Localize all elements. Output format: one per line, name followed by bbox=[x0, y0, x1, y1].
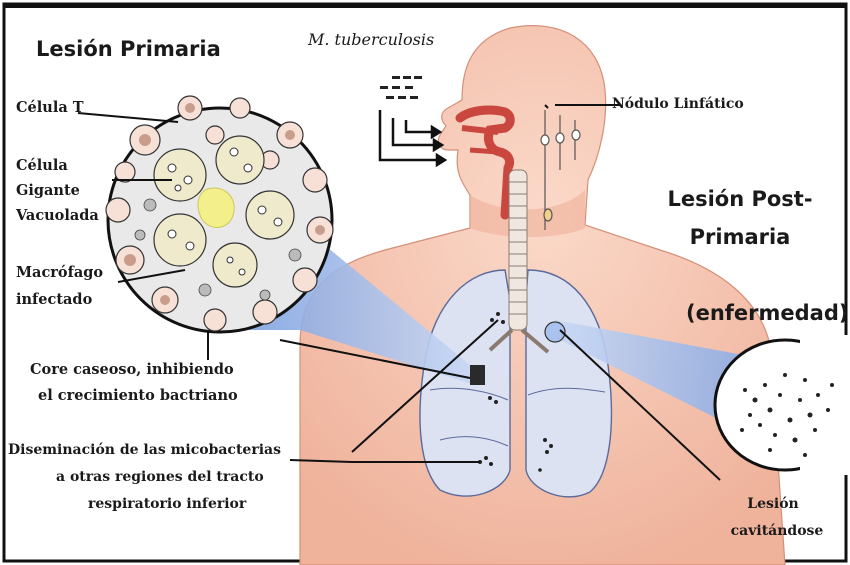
cavitating-label-2: cavitándose bbox=[722, 524, 832, 539]
bacteria-inhaled bbox=[380, 76, 422, 99]
organism-label: M. tuberculosis bbox=[308, 32, 434, 49]
primary-lesion-spot bbox=[470, 365, 485, 385]
giant-cell-label-3: Vacuolada bbox=[16, 208, 99, 223]
primary-lesion-title: Lesión Primaria bbox=[36, 38, 221, 60]
caseous-core-label-2: el crecimiento bactriano bbox=[38, 388, 238, 403]
post-primary-title-line2: Primaria bbox=[655, 226, 825, 248]
spread-label-2: a otras regiones del tracto bbox=[56, 470, 264, 485]
inhalation-arrows bbox=[380, 110, 445, 165]
granuloma-zoom bbox=[106, 96, 333, 332]
t-cell-label: Célula T bbox=[16, 100, 84, 115]
macrophage-label-1: Macrófago bbox=[16, 265, 103, 280]
post-primary-title-line1: Lesión Post- bbox=[655, 188, 825, 210]
cavitating-label-1: Lesión bbox=[728, 497, 818, 512]
spread-label-3: respiratorio inferior bbox=[88, 497, 246, 512]
macrophage-label-2: infectado bbox=[16, 292, 92, 307]
caseous-core-label-1: Core caseoso, inhibiendo bbox=[30, 362, 234, 377]
giant-cell-label-1: Célula bbox=[16, 158, 68, 173]
lymph-node-label: Nódulo Linfático bbox=[612, 97, 744, 112]
spread-label-1: Diseminación de las micobacterias bbox=[8, 443, 281, 458]
giant-cell-label-2: Gigante bbox=[16, 183, 80, 198]
post-primary-title-line3: (enfermedad) bbox=[686, 302, 848, 324]
